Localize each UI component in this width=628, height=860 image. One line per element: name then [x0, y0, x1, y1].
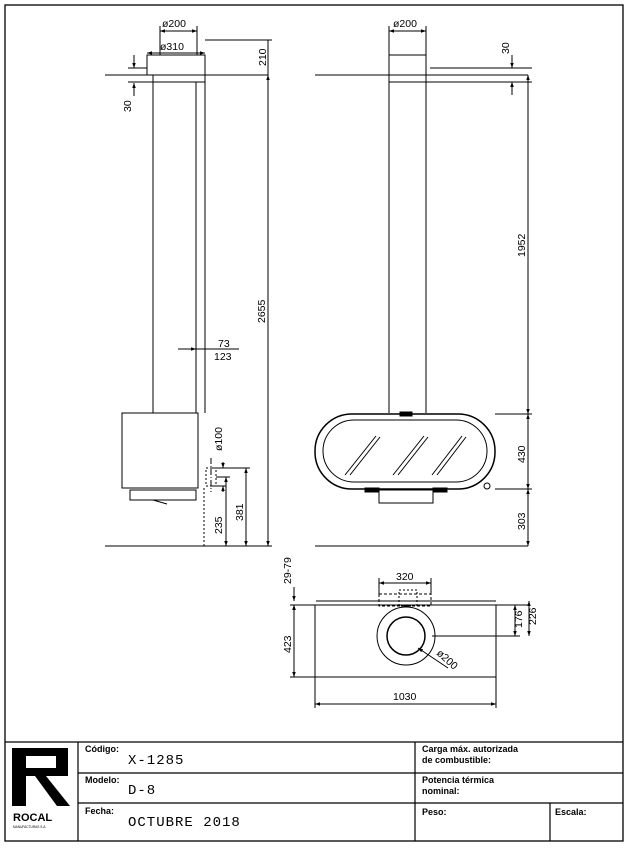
side-offset-a: 73 — [218, 338, 230, 350]
logo-subtitle: MANUFACTURAS S.A. — [13, 825, 46, 829]
front-view-dimensions: ø200 30 1952 430 303 — [393, 18, 528, 530]
potencia-label-line2: nominal: — [422, 786, 460, 796]
plan-collar — [378, 593, 432, 607]
front-collar — [388, 54, 427, 76]
escala-label: Escala: — [555, 807, 587, 817]
plan-stove-body — [314, 604, 497, 678]
carga-label-line2: de combustible: — [422, 755, 491, 765]
side-offset-b: 123 — [214, 351, 232, 363]
peso-label: Peso: — [422, 807, 447, 817]
plan-depth-b: 226 — [527, 607, 539, 625]
plan-depth-a: 176 — [513, 610, 525, 628]
front-stove-base — [378, 489, 434, 504]
side-stove-base — [129, 489, 197, 501]
codigo-value: X-1285 — [128, 753, 184, 769]
side-stove-body — [121, 412, 199, 489]
carga-label-line1: Carga máx. autorizada — [422, 744, 519, 754]
fecha-value: OCTUBRE 2018 — [128, 815, 241, 831]
plan-flue-inner — [386, 616, 426, 656]
front-ceiling-gap: 30 — [500, 42, 512, 54]
plan-width: 1030 — [393, 691, 417, 703]
side-top-diameter: ø200 — [162, 18, 186, 30]
side-inlet-diameter: ø100 — [213, 427, 225, 451]
potencia-label-line1: Potencia térmica — [422, 775, 495, 785]
front-stove-body — [314, 413, 496, 490]
side-collar — [146, 54, 206, 76]
title-block-text: Código: X-1285 Modelo: D-8 Fecha: OCTUBR… — [85, 744, 587, 831]
plan-flue-diameter: ø200 — [434, 647, 460, 672]
fecha-label: Fecha: — [85, 806, 114, 816]
side-collar-height: 210 — [257, 48, 269, 66]
front-flue-height: 1952 — [516, 233, 528, 257]
front-floor-clearance: 303 — [516, 512, 528, 530]
front-top-diameter: ø200 — [393, 18, 417, 30]
title-block — [5, 741, 623, 841]
side-view-dimensions: ø200 ø310 210 30 2655 73 123 ø100 235 38… — [122, 18, 269, 534]
plan-view — [290, 578, 531, 708]
logo-name: ROCAL — [13, 812, 52, 824]
plan-rear-depth: 423 — [282, 635, 294, 653]
modelo-label: Modelo: — [85, 775, 120, 785]
plan-flue-outer — [376, 606, 436, 666]
side-total-height: 2655 — [256, 299, 268, 323]
front-view — [314, 26, 532, 547]
front-body-height: 430 — [516, 445, 528, 463]
front-stove-glass — [322, 419, 488, 483]
side-collar-diameter: ø310 — [160, 41, 184, 53]
side-inlet-high: 381 — [234, 503, 246, 521]
plan-collar-width: 320 — [396, 571, 414, 583]
plan-top-gap: 29-79 — [282, 557, 294, 584]
side-inlet-low: 235 — [213, 516, 225, 534]
codigo-label: Código: — [85, 744, 119, 754]
side-ceiling-gap: 30 — [122, 100, 134, 112]
drawing-border — [4, 4, 624, 842]
plan-view-dimensions: 29-79 320 176 226 423 ø200 1030 — [282, 557, 539, 703]
rocal-logo: ROCAL MANUFACTURAS S.A. — [12, 748, 70, 829]
modelo-value: D-8 — [128, 783, 156, 799]
side-view — [105, 26, 272, 547]
